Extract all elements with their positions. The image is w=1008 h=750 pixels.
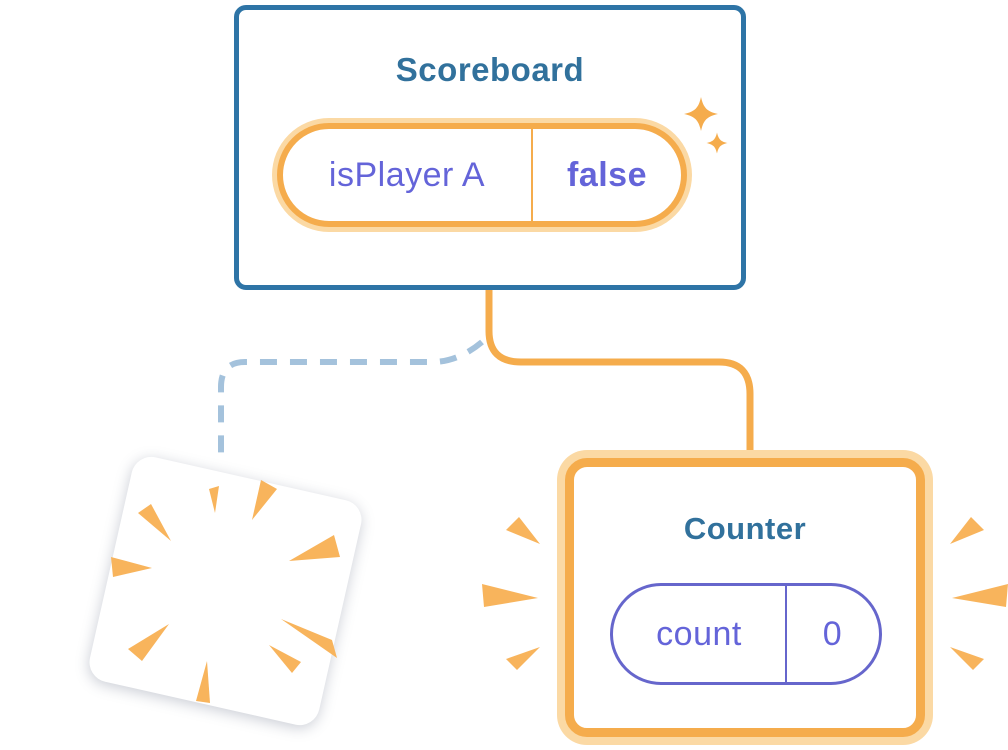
solid-connector-line [485, 288, 754, 459]
dashed-connector-line [218, 339, 484, 460]
counter-state-value: 0 [822, 614, 843, 653]
pill-divider [531, 129, 533, 221]
pill-divider [785, 586, 787, 682]
counter-state-pill: count 0 [610, 583, 882, 685]
counter-title: Counter [683, 511, 807, 546]
scoreboard-state-value: false [567, 155, 647, 194]
scoreboard-state-pill: isPlayer A false [277, 123, 687, 227]
scoreboard-state-name: isPlayer A [328, 155, 486, 194]
counter-state-name: count [656, 614, 742, 653]
scoreboard-title: Scoreboard [395, 51, 585, 88]
